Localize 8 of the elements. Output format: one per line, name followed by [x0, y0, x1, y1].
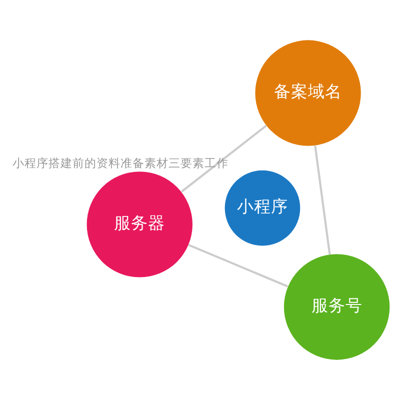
node-circle: 服务号	[284, 254, 390, 360]
connector	[188, 244, 288, 288]
node-circle: 备案域名	[255, 40, 361, 146]
connector	[181, 124, 267, 192]
node-circle: 小程序	[224, 170, 300, 246]
connector	[314, 146, 331, 255]
node-label: 小程序搭建前的资料准备素材三要素工作	[12, 156, 228, 170]
node-circle: 服务器	[86, 172, 192, 278]
